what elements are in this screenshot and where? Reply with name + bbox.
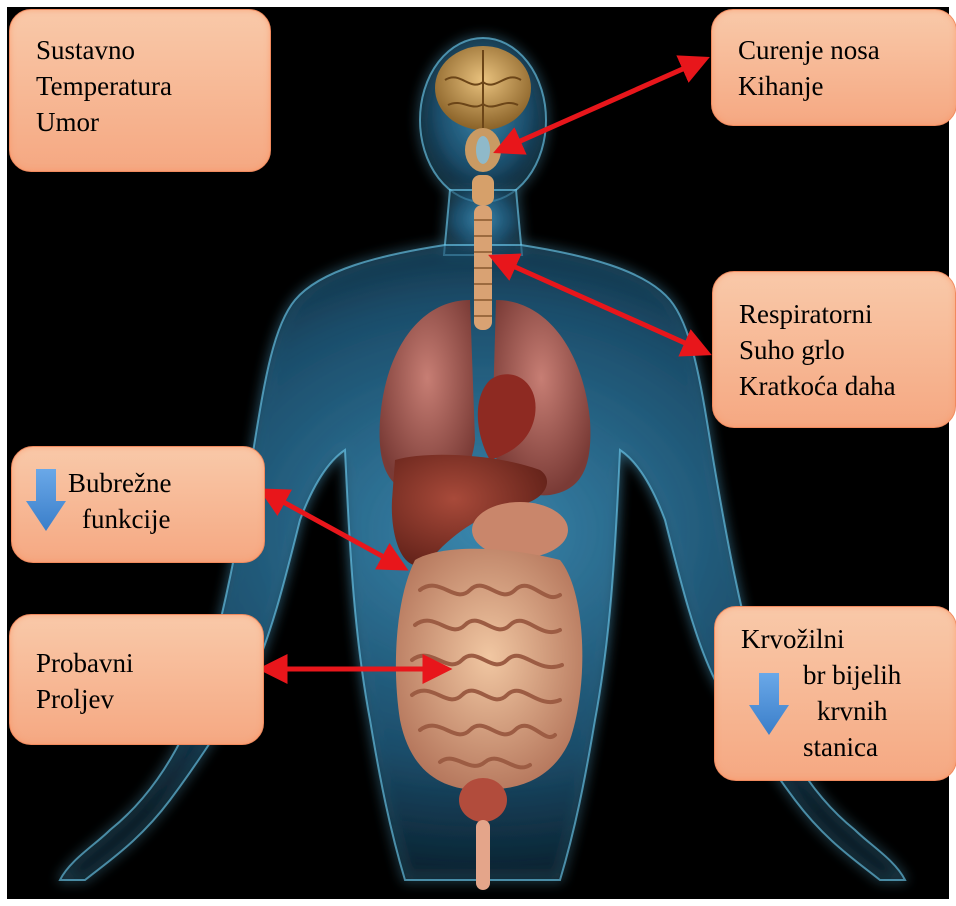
callout-systemic-line-3: Umor (36, 104, 270, 140)
callout-respiratory-line-2: Suho grlo (739, 332, 955, 368)
urethra-organ (476, 820, 490, 890)
callout-renal-line-2: funkcije (68, 501, 264, 537)
callout-respiratory: Respiratorni Suho grlo Kratkoća daha (712, 271, 956, 428)
callout-digestive-line-2: Proljev (36, 681, 263, 717)
callout-circulatory-line-1: Krvožilni (741, 621, 956, 657)
callout-nasal-line-2: Kihanje (738, 68, 956, 104)
callout-digestive: Probavni Proljev (9, 614, 264, 745)
callout-systemic-line-1: Sustavno (36, 32, 270, 68)
callout-renal: Bubrežne funkcije (11, 446, 265, 563)
callout-nasal: Curenje nosa Kihanje (711, 9, 956, 126)
callout-circulatory: Krvožilni br bijelih krvnih stanica (714, 606, 956, 781)
callout-respiratory-line-3: Kratkoća daha (739, 368, 955, 404)
down-arrow-icon (26, 469, 66, 531)
callout-digestive-line-1: Probavni (36, 645, 263, 681)
bladder-organ (459, 778, 507, 822)
callout-renal-line-1: Bubrežne (68, 465, 264, 501)
callout-systemic: Sustavno Temperatura Umor (9, 9, 271, 172)
callout-nasal-line-1: Curenje nosa (738, 32, 956, 68)
callout-respiratory-line-1: Respiratorni (739, 296, 955, 332)
down-arrow-icon (749, 673, 789, 735)
callout-systemic-line-2: Temperatura (36, 68, 270, 104)
trachea-organ (474, 205, 492, 330)
